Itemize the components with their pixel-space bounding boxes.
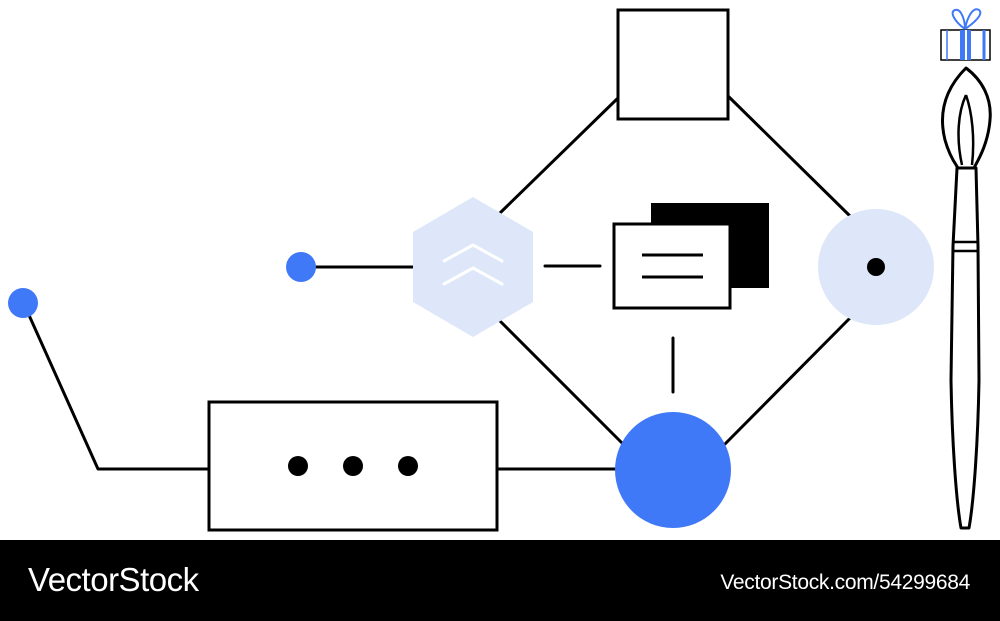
line-circle-to-blue-circle: [723, 316, 852, 446]
pale-circle-node: [818, 209, 934, 325]
line-square-to-hexagon: [498, 96, 620, 215]
line-hexagon-to-blue-circle: [498, 319, 625, 446]
brush-bristle-line-right: [964, 94, 975, 166]
line-left-dot-to-rect: [22, 302, 211, 471]
double-chevron-up-icon: [442, 243, 504, 286]
diagram-illustration: [8, 8, 992, 532]
brush-bristles: [941, 66, 992, 170]
brush-bristle-line-left: [957, 94, 968, 166]
stock-id-text: VectorStock.com/54299684: [720, 571, 970, 594]
top-square: [616, 8, 730, 121]
gift-icon: [940, 8, 991, 61]
connector-lines: [22, 94, 852, 471]
hexagon-node: [413, 197, 533, 337]
blue-dot-middle: [286, 252, 316, 282]
blue-dot-left: [8, 288, 38, 318]
watermark-footer: VectorStock VectorStock.com/54299684: [0, 540, 1000, 621]
paintbrush-icon: [941, 66, 992, 530]
front-card: [612, 222, 732, 310]
stacked-cards-icon: [612, 203, 769, 310]
line-square-to-circle: [726, 94, 852, 218]
vectorstock-logo: VectorStock: [28, 561, 199, 598]
center-dot: [867, 258, 885, 276]
ellipsis-icon: [288, 456, 418, 476]
ellipsis-box: [207, 400, 499, 532]
brush-handle: [949, 166, 981, 530]
blue-circle-node: [615, 412, 731, 528]
